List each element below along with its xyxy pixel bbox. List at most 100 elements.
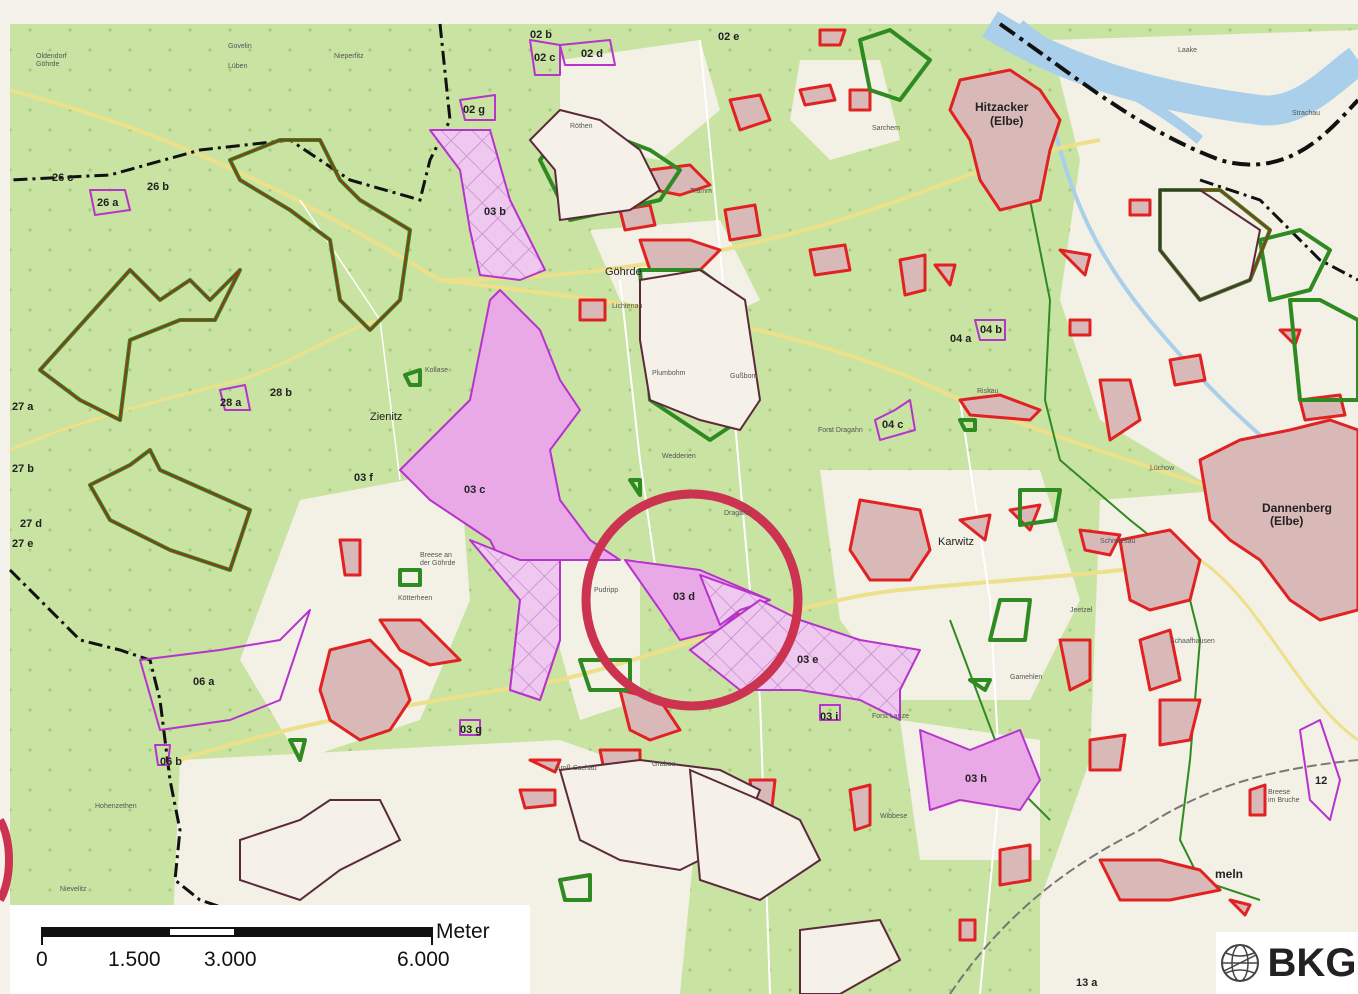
other-parcels — [239, 108, 1262, 994]
small-place-label: Röthen — [570, 123, 593, 130]
parcel-label: 03 b — [484, 206, 506, 218]
small-place-label: Laake — [1178, 47, 1197, 54]
parcel-label: 27 b — [12, 463, 34, 475]
parcel-label: 02 g — [463, 104, 485, 116]
parcel-labels: 02 b 02 c 02 d 02 e 02 g 03 b 03 c 03 d … — [12, 29, 1327, 989]
parcel-label: 02 c — [534, 52, 555, 64]
highlight-circle-03d — [581, 489, 803, 711]
scale-unit: Meter — [436, 920, 490, 943]
small-place-label: Schaafhausen — [1170, 638, 1215, 645]
parcel-label: 02 d — [581, 48, 603, 60]
small-place-label: Plumbohm — [652, 370, 686, 377]
small-place-label: Hohenzethen — [95, 803, 137, 810]
small-place-label: Pudripp — [594, 587, 618, 594]
parcel-label: 27 e — [12, 538, 33, 550]
small-place-label: Lichtenau — [612, 303, 642, 310]
parcel-02g-shape — [459, 94, 496, 121]
small-place-label: Schmarsau — [1100, 538, 1136, 545]
parcel-label: 27 d — [20, 518, 42, 530]
parcel-03h-shape — [919, 729, 1041, 811]
admin-boundaries-major — [998, 22, 1358, 167]
small-place-label: Kollase — [425, 367, 448, 374]
town-label-zienitz: Zienitz — [370, 411, 402, 423]
small-place-label: Dragahn — [724, 510, 751, 517]
parcel-label: 13 a — [1076, 977, 1098, 989]
town-label-gohrde: Göhrde — [605, 266, 642, 278]
small-place-label: Gamehlen — [1010, 674, 1042, 681]
town-label-meln: meln — [1215, 867, 1243, 881]
logo-text: BKG — [1267, 940, 1357, 985]
parcel-label: 26 b — [147, 181, 169, 193]
scale-tick-3: 6.000 — [397, 948, 450, 971]
parcel-label: 04 c — [882, 419, 903, 431]
parcel-label: 26 c — [52, 172, 73, 184]
town-label-hitzacker: Hitzacker(Elbe) — [975, 100, 1029, 128]
river-elbe — [982, 11, 1358, 462]
small-place-label: Riskau — [977, 388, 999, 395]
parcel-06a-shape — [139, 609, 311, 731]
parcel-label: 12 — [1315, 775, 1327, 787]
parcel-06b-shape — [154, 744, 171, 766]
parcel-02d-shape — [559, 39, 616, 66]
small-place-label: Wedderien — [662, 453, 696, 460]
parcel-label: 03 f — [354, 472, 373, 484]
parcel-02c-shape — [529, 39, 561, 76]
parcel-label: 28 b — [270, 387, 292, 399]
parcel-03d-shape — [624, 559, 771, 641]
forest-parcels — [38, 28, 1358, 902]
parcel-label: 03 c — [464, 484, 485, 496]
scale-bar: Meter 0 1.500 3.000 6.000 — [10, 905, 530, 994]
small-place-label: Nievelitz — [60, 886, 87, 893]
parcel-label: 02 b — [530, 29, 552, 41]
parcel-12-shape — [1299, 719, 1341, 821]
parcel-26a-shape — [89, 189, 131, 216]
parcel-04c-shape — [874, 399, 916, 441]
small-place-label: Kötterheen — [398, 595, 432, 602]
parcel-03b-shape — [429, 129, 546, 281]
town-label-dannenberg: Dannenberg(Elbe) — [1262, 501, 1332, 528]
parcel-label: 04 b — [980, 324, 1002, 336]
small-place-label: Groß Sachau — [555, 765, 597, 772]
parcel-label: 03 g — [460, 724, 482, 736]
small-place-label: Grabau — [652, 761, 675, 768]
small-place-label: Gußborn — [730, 373, 758, 380]
parcel-03g-shape — [459, 719, 481, 736]
town-labels: Hitzacker(Elbe) Dannenberg(Elbe) Göhrde … — [370, 100, 1332, 881]
parcel-label: 26 a — [97, 197, 119, 209]
parcel-03d-hatch — [699, 574, 771, 626]
small-place-label: Govelin — [228, 43, 252, 50]
parcel-label: 03 h — [965, 773, 987, 785]
parcel-03c-hatch — [469, 539, 561, 701]
parcel-label: 03 e — [797, 654, 818, 666]
small-place-label: Forst Lanze — [872, 713, 909, 720]
small-place-label: Jeetzel — [1070, 607, 1093, 614]
small-place-label: Nieperfitz — [334, 53, 364, 60]
scale-tick-2: 3.000 — [204, 948, 257, 971]
scale-tick-1: 1.500 — [108, 948, 161, 971]
parcel-03i-shape — [819, 704, 841, 721]
bkg-logo: BKG — [1216, 932, 1358, 994]
parcel-label: 28 a — [220, 397, 242, 409]
parcel-label: 06 a — [193, 676, 215, 688]
small-place-label: Lüchow — [1150, 465, 1175, 472]
hitzacker-line1: Hitzacker — [975, 100, 1029, 114]
small-place-label: Tramm — [690, 188, 712, 195]
town-label-karwitz: Karwitz — [938, 536, 974, 548]
small-place-label: Sarchem — [872, 125, 900, 132]
small-place-label: Forst Dragahn — [818, 427, 863, 434]
small-place-label: Strachau — [1292, 110, 1320, 117]
parcel-28a-shape — [219, 384, 251, 411]
parcel-label: 06 b — [160, 756, 182, 768]
dannenberg-line1: Dannenberg — [1262, 501, 1332, 515]
small-place-label: Lüben — [228, 63, 248, 70]
parcel-label-03d: 03 d — [673, 591, 695, 603]
parcel-label: 27 a — [12, 401, 34, 413]
parcel-label: 04 a — [950, 333, 972, 345]
hitzacker-line2: (Elbe) — [990, 114, 1023, 128]
scale-tick-0: 0 — [36, 948, 48, 971]
